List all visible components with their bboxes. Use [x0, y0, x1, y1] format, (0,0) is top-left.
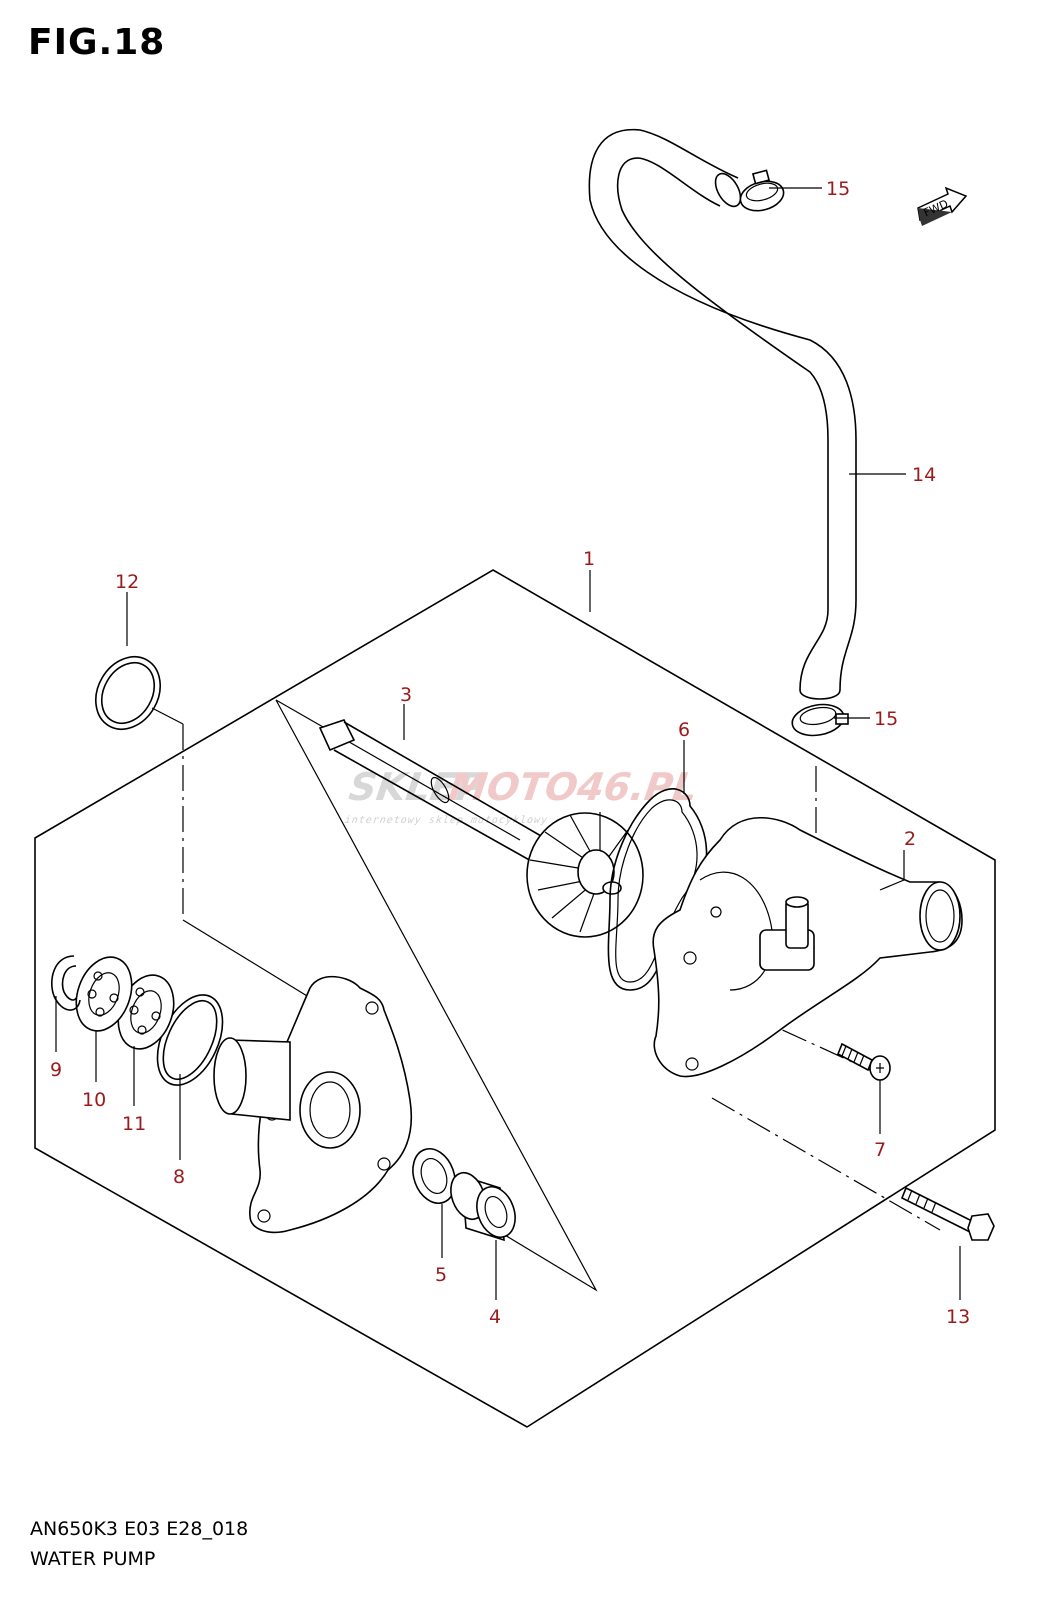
callout-13: 13 — [946, 1306, 970, 1328]
bolt-part-13 — [900, 1186, 995, 1241]
hose-part-14 — [588, 128, 857, 700]
hose-end-upper — [714, 172, 742, 208]
callout-14: 14 — [912, 464, 936, 486]
impeller-icon — [526, 812, 644, 938]
fwd-arrow-icon: FWD — [917, 186, 968, 226]
hose-clamp-upper — [739, 169, 785, 212]
assembly-outline — [34, 569, 996, 1428]
watermark-brand-main: MOTO46.PL — [446, 766, 700, 810]
oring-path — [182, 919, 331, 1011]
figure-title: FIG.18 — [28, 22, 166, 63]
callout-11: 11 — [122, 1113, 146, 1135]
oring-leader — [151, 707, 184, 725]
callout-10: 10 — [82, 1089, 106, 1111]
circlip-part-9 — [50, 955, 81, 1011]
callout-12: 12 — [115, 571, 139, 593]
mechanical-seal-part-4 — [450, 1171, 516, 1242]
centerline-bolt-7 — [707, 995, 871, 1071]
callout-1: 1 — [583, 548, 595, 570]
callout-4: 4 — [489, 1306, 501, 1328]
watermark-tagline: internetowy sklep motocyklowy — [344, 815, 549, 826]
impeller-shaft-part-3 — [318, 719, 644, 938]
callout-7: 7 — [874, 1139, 886, 1161]
model-code: AN650K3 E03 E28_018 — [30, 1518, 249, 1540]
pump-cover-part-2 — [652, 817, 963, 1078]
screw-part-7 — [836, 1042, 891, 1081]
bearing-part-10 — [75, 956, 133, 1032]
callout-2: 2 — [904, 828, 916, 850]
callout-8: 8 — [173, 1166, 185, 1188]
callout-15-lower: 15 — [874, 708, 898, 730]
o-ring-part-12 — [95, 656, 161, 730]
pump-body — [213, 975, 412, 1234]
callout-6: 6 — [678, 719, 690, 741]
seal-part-5 — [412, 1148, 456, 1204]
callout-3: 3 — [400, 684, 412, 706]
bearing-part-11 — [117, 974, 175, 1050]
hose-clamp-lower — [791, 703, 849, 737]
watermark-brand-prefix: SKLEP — [346, 766, 487, 810]
callout-9: 9 — [50, 1059, 62, 1081]
leader-lines — [55, 187, 961, 1300]
centerline-bolt-13 — [711, 1097, 941, 1231]
subassembly-edge — [275, 699, 521, 841]
watermark: SKLEP MOTO46.PL internetowy sklep motocy… — [344, 766, 700, 826]
callout-15-upper: 15 — [826, 178, 850, 200]
callout-5: 5 — [435, 1264, 447, 1286]
part-name: WATER PUMP — [30, 1548, 156, 1570]
subassembly-outline — [275, 699, 598, 1292]
